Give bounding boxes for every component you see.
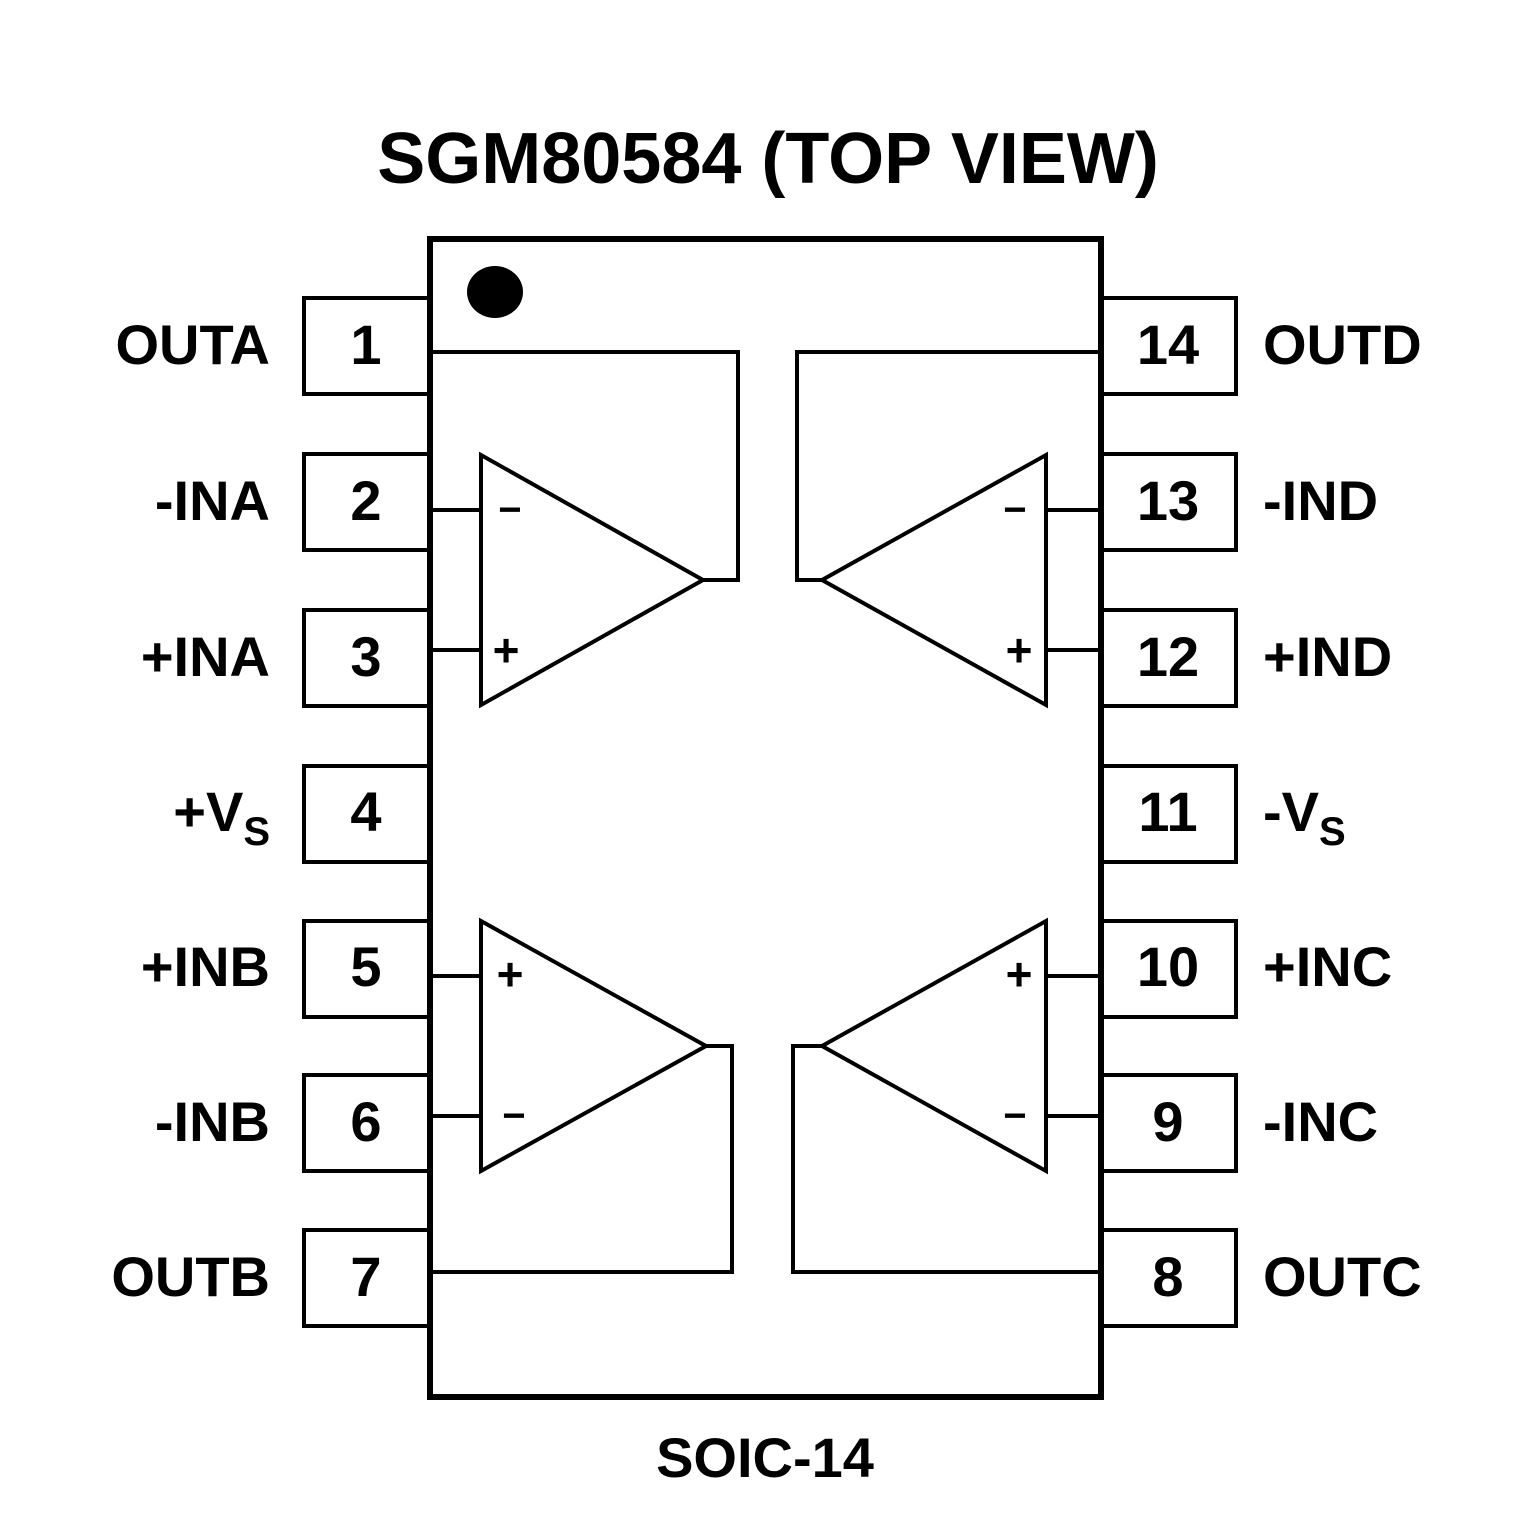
- opamp-c-minus-sign: −: [1003, 1094, 1026, 1138]
- pin-2-box: [302, 452, 434, 552]
- pin-name: OUTB: [111, 1245, 270, 1308]
- pin-name: -INC: [1263, 1090, 1378, 1153]
- pin-name: +INB: [141, 935, 270, 998]
- opamp-c-triangle: [817, 917, 1048, 1175]
- pin-name: +INA: [141, 625, 270, 688]
- pin-number: 6: [350, 1090, 381, 1153]
- opamp-d-plus-sign: +: [1006, 624, 1033, 676]
- left-pin-boxes: [302, 296, 434, 1328]
- package-label: SOIC-14: [656, 1426, 874, 1489]
- pin-10-box: [1100, 919, 1238, 1019]
- opamp-d-triangle: [817, 451, 1048, 709]
- pin-name: -IND: [1263, 469, 1378, 532]
- opamp-c-plus-sign: +: [1006, 948, 1033, 1000]
- pin-name-subscript: S: [1319, 810, 1346, 854]
- opamp-d-minus-sign: −: [1003, 488, 1026, 532]
- pin-number: 1: [350, 313, 381, 376]
- polarity-signs: − + − + + − + −: [493, 488, 1033, 1138]
- pin-9-box: [1100, 1073, 1238, 1173]
- pin-1-box: [302, 296, 434, 396]
- pin-11-box: [1100, 764, 1238, 864]
- pin-name: OUTA: [116, 313, 271, 376]
- pin-3-box: [302, 608, 434, 708]
- ic-body: [427, 236, 1104, 1400]
- pin-number: 10: [1137, 935, 1199, 998]
- pin-number: 13: [1137, 469, 1199, 532]
- pin-name: -INA: [155, 469, 270, 532]
- pin-name-supply: -VS: [1263, 780, 1346, 854]
- opamp-a-triangle: [479, 451, 708, 709]
- pin1-dot-icon: [467, 266, 523, 318]
- pin-number: 7: [350, 1245, 381, 1308]
- pin-number: 4: [350, 780, 381, 843]
- opamp-a-minus-sign: −: [498, 488, 521, 532]
- pin-name-main: +V: [173, 780, 243, 843]
- pin-number: 5: [350, 935, 381, 998]
- pin-name: OUTD: [1263, 313, 1422, 376]
- pin-number: 11: [1138, 780, 1197, 843]
- opamp-c: [791, 917, 1100, 1274]
- left-pin-names: OUTA -INA +INA +VS +INB -INB OUTB: [111, 313, 270, 1308]
- opamp-b: [432, 917, 734, 1274]
- opamp-b-plus-sign: +: [497, 948, 524, 1000]
- pin-name-subscript: S: [243, 810, 270, 854]
- opamp-a-plus-sign: +: [493, 624, 520, 676]
- pin-name-supply: +VS: [173, 780, 270, 854]
- right-pin-names: OUTD -IND +IND -VS +INC -INC OUTC: [1263, 313, 1422, 1308]
- pin-number: 14: [1137, 313, 1199, 376]
- pin-8-box: [1100, 1228, 1238, 1328]
- pin-6-box: [302, 1073, 434, 1173]
- opamp-c-output-wire: [791, 1044, 1100, 1274]
- pin-7-box: [302, 1228, 434, 1328]
- opamp-b-minus-sign: −: [502, 1094, 525, 1138]
- pin-5-box: [302, 919, 434, 1019]
- diagram-title: SGM80584 (TOP VIEW): [377, 119, 1159, 199]
- opamp-d-output-wire: [795, 350, 1100, 582]
- pin-number: 12: [1137, 625, 1199, 688]
- pin-name: +INC: [1263, 935, 1392, 998]
- pin-number: 9: [1152, 1090, 1183, 1153]
- left-pin-numbers: 1 2 3 4 5 6 7: [350, 313, 381, 1308]
- opamp-b-output-wire: [432, 1044, 734, 1274]
- opamp-a: [432, 350, 740, 709]
- pin-name-main: -V: [1263, 780, 1319, 843]
- pin-name: OUTC: [1263, 1245, 1422, 1308]
- right-pin-numbers: 14 13 12 11 10 9 8: [1137, 313, 1199, 1308]
- opamp-d: [795, 350, 1100, 709]
- pin-number: 2: [350, 469, 381, 532]
- opamp-a-output-wire: [432, 350, 740, 582]
- pin-number: 3: [350, 625, 381, 688]
- pin-name: -INB: [155, 1090, 270, 1153]
- opamp-b-triangle: [479, 917, 711, 1175]
- pin-name: +IND: [1263, 625, 1392, 688]
- pin-number: 8: [1152, 1245, 1183, 1308]
